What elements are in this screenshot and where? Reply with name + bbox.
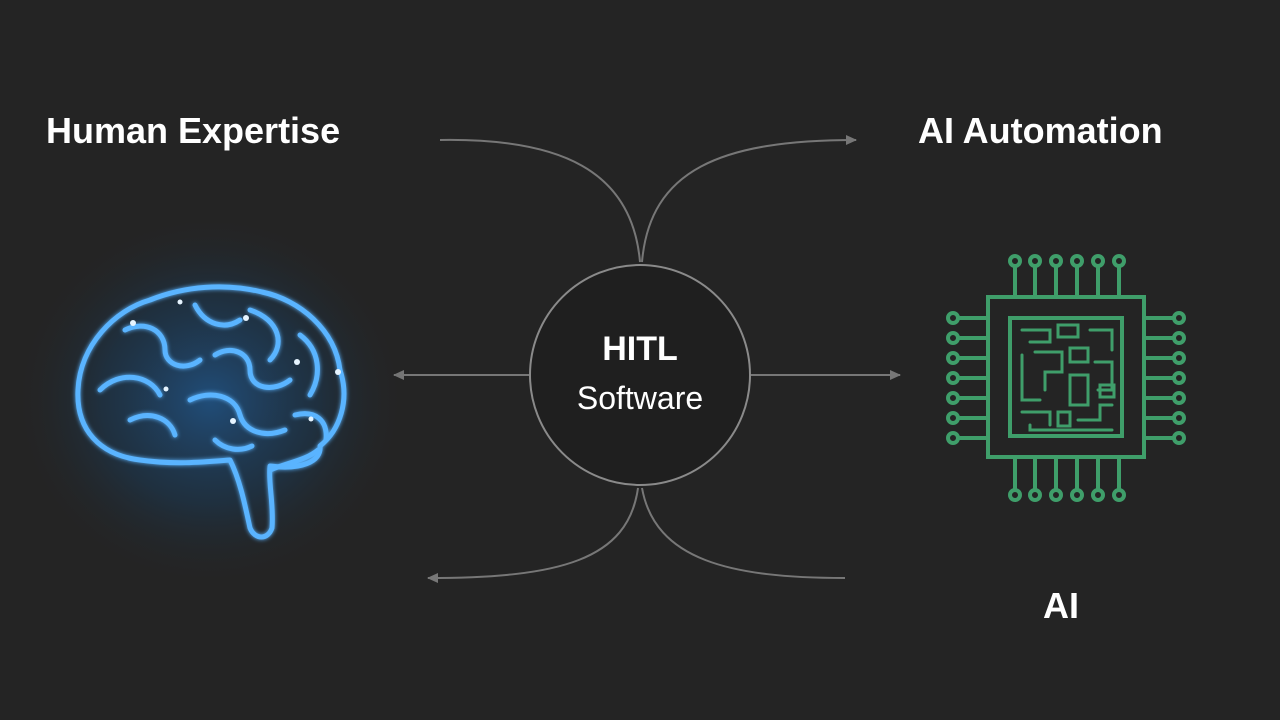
- connectors: [393, 135, 901, 583]
- human-expertise-label: Human Expertise: [46, 110, 341, 151]
- hub-subtitle: Software: [576, 380, 704, 416]
- connector-bottom-right-curve: [641, 487, 846, 579]
- brain-icon: [10, 210, 410, 590]
- connector-top-right-arrow: [641, 135, 857, 263]
- ai-label: AI: [1043, 585, 1079, 626]
- chip-icon: [946, 254, 1186, 502]
- connector-top-left-curve: [439, 138, 641, 263]
- ai-automation-label: AI Automation: [918, 110, 1163, 151]
- hub-circle: [529, 264, 751, 486]
- hub-title: HITL: [602, 330, 678, 368]
- connector-bottom-left-arrow: [427, 487, 639, 583]
